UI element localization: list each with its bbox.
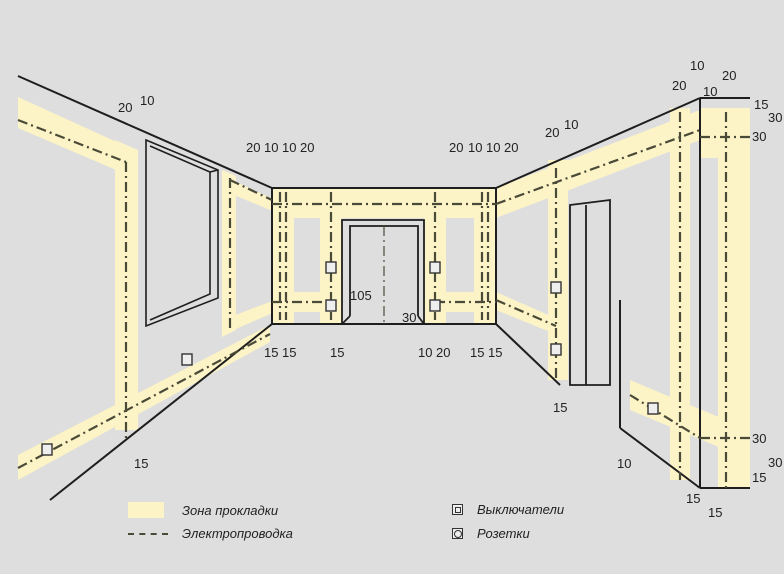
outlets [41,261,659,456]
legend-sockets: Розетки [452,526,530,541]
svg-text:105: 105 [350,288,372,303]
svg-text:15: 15 [754,97,768,112]
zone-swatch-icon [128,502,164,518]
svg-text:30: 30 [752,431,766,446]
svg-text:20: 20 [118,100,132,115]
legend-switches: Выключатели [452,502,564,517]
svg-text:20: 20 [504,140,518,155]
svg-text:20: 20 [300,140,314,155]
wiring-line-icon [128,532,168,535]
legend-wiring: Электропроводка [128,526,293,541]
svg-text:30: 30 [768,110,782,125]
svg-text:15: 15 [553,400,567,415]
svg-text:20: 20 [436,345,450,360]
svg-text:15: 15 [488,345,502,360]
wiring-lines [17,112,750,488]
right-door [569,198,611,386]
switch-icon [550,281,562,294]
svg-text:20: 20 [672,78,686,93]
dimension-labels: 20 10 20 10 10 20 20 10 10 20 20 10 10 2… [118,58,782,520]
svg-text:15: 15 [686,491,700,506]
svg-text:15: 15 [264,345,278,360]
svg-text:10: 10 [690,58,704,73]
svg-text:10: 10 [264,140,278,155]
svg-text:30: 30 [402,310,416,325]
svg-text:10: 10 [617,456,631,471]
room-outlines [17,75,750,501]
legend-wiring-label: Электропроводка [182,526,293,541]
svg-text:15: 15 [752,470,766,485]
svg-text:15: 15 [134,456,148,471]
socket-icon [325,299,337,312]
legend-zone-label: Зона прокладки [182,502,279,518]
svg-text:15: 15 [330,345,344,360]
svg-text:10: 10 [468,140,482,155]
svg-text:20: 20 [545,125,559,140]
legend-sockets-label: Розетки [477,526,530,541]
socket-icon [647,402,659,415]
window [145,138,219,328]
socket-icon [452,528,463,539]
switch-icon [452,504,463,515]
svg-text:15: 15 [470,345,484,360]
legend-zone: Зона прокладки [128,502,278,518]
socket-icon [429,299,441,312]
wiring-zones [18,97,750,488]
svg-text:10: 10 [418,345,432,360]
svg-text:10: 10 [564,117,578,132]
svg-text:20: 20 [449,140,463,155]
svg-text:30: 30 [752,129,766,144]
svg-text:10: 10 [140,93,154,108]
switch-icon [325,261,337,274]
svg-text:15: 15 [708,505,722,520]
svg-text:10: 10 [282,140,296,155]
socket-icon [550,343,562,356]
svg-text:10: 10 [486,140,500,155]
svg-text:10: 10 [703,84,717,99]
svg-text:20: 20 [246,140,260,155]
center-door [341,219,425,325]
switch-icon [429,261,441,274]
legend-switches-label: Выключатели [477,502,565,517]
svg-text:20: 20 [722,68,736,83]
svg-text:15: 15 [282,345,296,360]
socket-icon [181,353,193,366]
svg-text:30: 30 [768,455,782,470]
socket-icon [41,443,53,456]
